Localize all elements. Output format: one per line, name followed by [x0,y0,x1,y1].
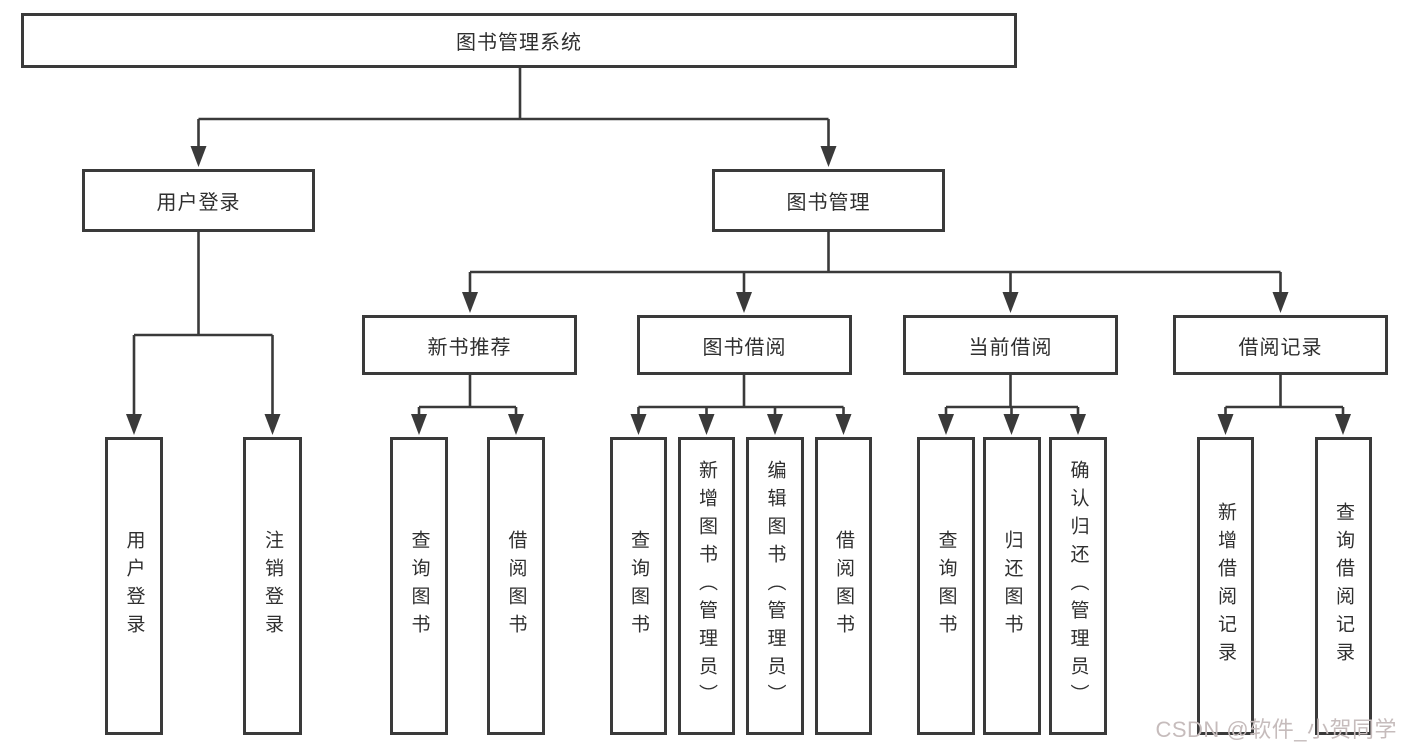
node-leaf-return-books: 归还图书 [983,437,1041,735]
node-leaf-add-books-admin: 新增图书（管理员） [678,437,735,735]
node-root-system: 图书管理系统 [21,13,1017,68]
connector-root-to-level2 [190,68,837,167]
node-leaf-confirm-return-admin: 确认归还（管理员） [1049,437,1107,735]
node-leaf-edit-books-admin: 编辑图书（管理员） [746,437,804,735]
connector-book-borrow-to-leaves [630,375,852,435]
connector-current-borrow-to-leaves [938,375,1086,435]
node-new-book-recommend: 新书推荐 [362,315,577,375]
csdn-watermark: CSDN @软件_小贺同学 [1155,717,1397,742]
node-current-borrowing: 当前借阅 [903,315,1118,375]
connector-borrow-records-to-leaves [1217,375,1351,435]
node-leaf-query-books-recommend: 查询图书 [390,437,448,735]
connector-book-mgmt-to-level3 [462,232,1289,313]
node-leaf-logout: 注销登录 [243,437,302,735]
node-leaf-add-borrow-record: 新增借阅记录 [1197,437,1254,735]
connector-user-login-to-leaves [126,232,281,435]
node-leaf-query-books-current: 查询图书 [917,437,975,735]
node-leaf-query-borrow-record: 查询借阅记录 [1315,437,1372,735]
connector-new-books-to-leaves [411,375,524,435]
node-leaf-user-login: 用户登录 [105,437,163,735]
node-leaf-borrow-books-recommend: 借阅图书 [487,437,545,735]
node-book-management-branch: 图书管理 [712,169,945,232]
node-user-login-branch: 用户登录 [82,169,315,232]
node-leaf-borrow-books: 借阅图书 [815,437,872,735]
node-borrowing-records: 借阅记录 [1173,315,1388,375]
node-book-borrowing: 图书借阅 [637,315,852,375]
node-leaf-query-books-borrow: 查询图书 [610,437,667,735]
